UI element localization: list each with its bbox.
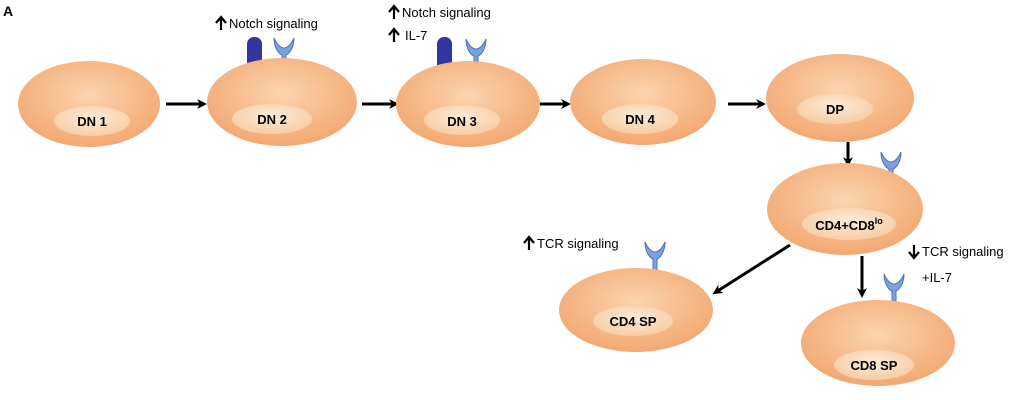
cell-label-dn2: DN 2: [257, 112, 287, 127]
panel-label: A: [3, 3, 13, 19]
cell-label-cd4cd8lo: CD4+CD8lo: [815, 216, 883, 233]
annotation-dn3-label-1: Notch signaling: [402, 5, 491, 20]
cell-label-dn4: DN 4: [625, 112, 655, 127]
annotation-dn3: Notch signaling IL-7: [388, 4, 491, 43]
arrow-to-cd4sp: [712, 243, 791, 295]
cell-dn2: DN 2: [207, 58, 357, 146]
receptor-icon: [883, 273, 905, 303]
cell-label-cd8sp: CD8 SP: [851, 358, 898, 373]
up-arrow-icon: [523, 235, 535, 250]
cell-cd4sp: CD4 SP: [559, 268, 713, 352]
down-arrow-icon: [908, 245, 920, 260]
up-arrow-icon: [388, 4, 400, 19]
cell-label-cd4sp: CD4 SP: [610, 314, 657, 329]
annotation-dn2: Notch signaling: [215, 15, 318, 31]
annotation-dn3-label-2: IL-7: [405, 28, 427, 43]
annotation-cd8-label: TCR signaling: [922, 244, 1004, 259]
annotation-cd4-label: TCR signaling: [537, 236, 619, 251]
cell-label-dn1: DN 1: [77, 114, 107, 129]
annotation-cd8-il7: +IL-7: [922, 270, 952, 285]
up-arrow-icon: [215, 15, 227, 30]
cell-cd8sp: CD8 SP: [801, 300, 955, 386]
annotation-dn2-label: Notch signaling: [229, 16, 318, 31]
receptor-icon: [644, 241, 666, 271]
cell-dp: DP: [766, 54, 914, 142]
cell-dn1: DN 1: [18, 61, 160, 147]
annotation-cd8: TCR signaling +IL-7: [908, 244, 1004, 285]
cell-dn3: DN 3: [396, 61, 540, 147]
cell-label-dp: DP: [826, 102, 844, 117]
cell-dn4: DN 4: [570, 59, 716, 145]
cd4cd8-label-main: CD4+CD8: [815, 218, 875, 233]
cell-cd4cd8lo: CD4+CD8lo: [767, 163, 923, 255]
annotation-cd4: TCR signaling: [523, 235, 619, 251]
up-arrow-icon: [388, 27, 400, 42]
cell-label-dn3: DN 3: [447, 114, 477, 129]
cd8-superscript: lo: [875, 216, 884, 226]
